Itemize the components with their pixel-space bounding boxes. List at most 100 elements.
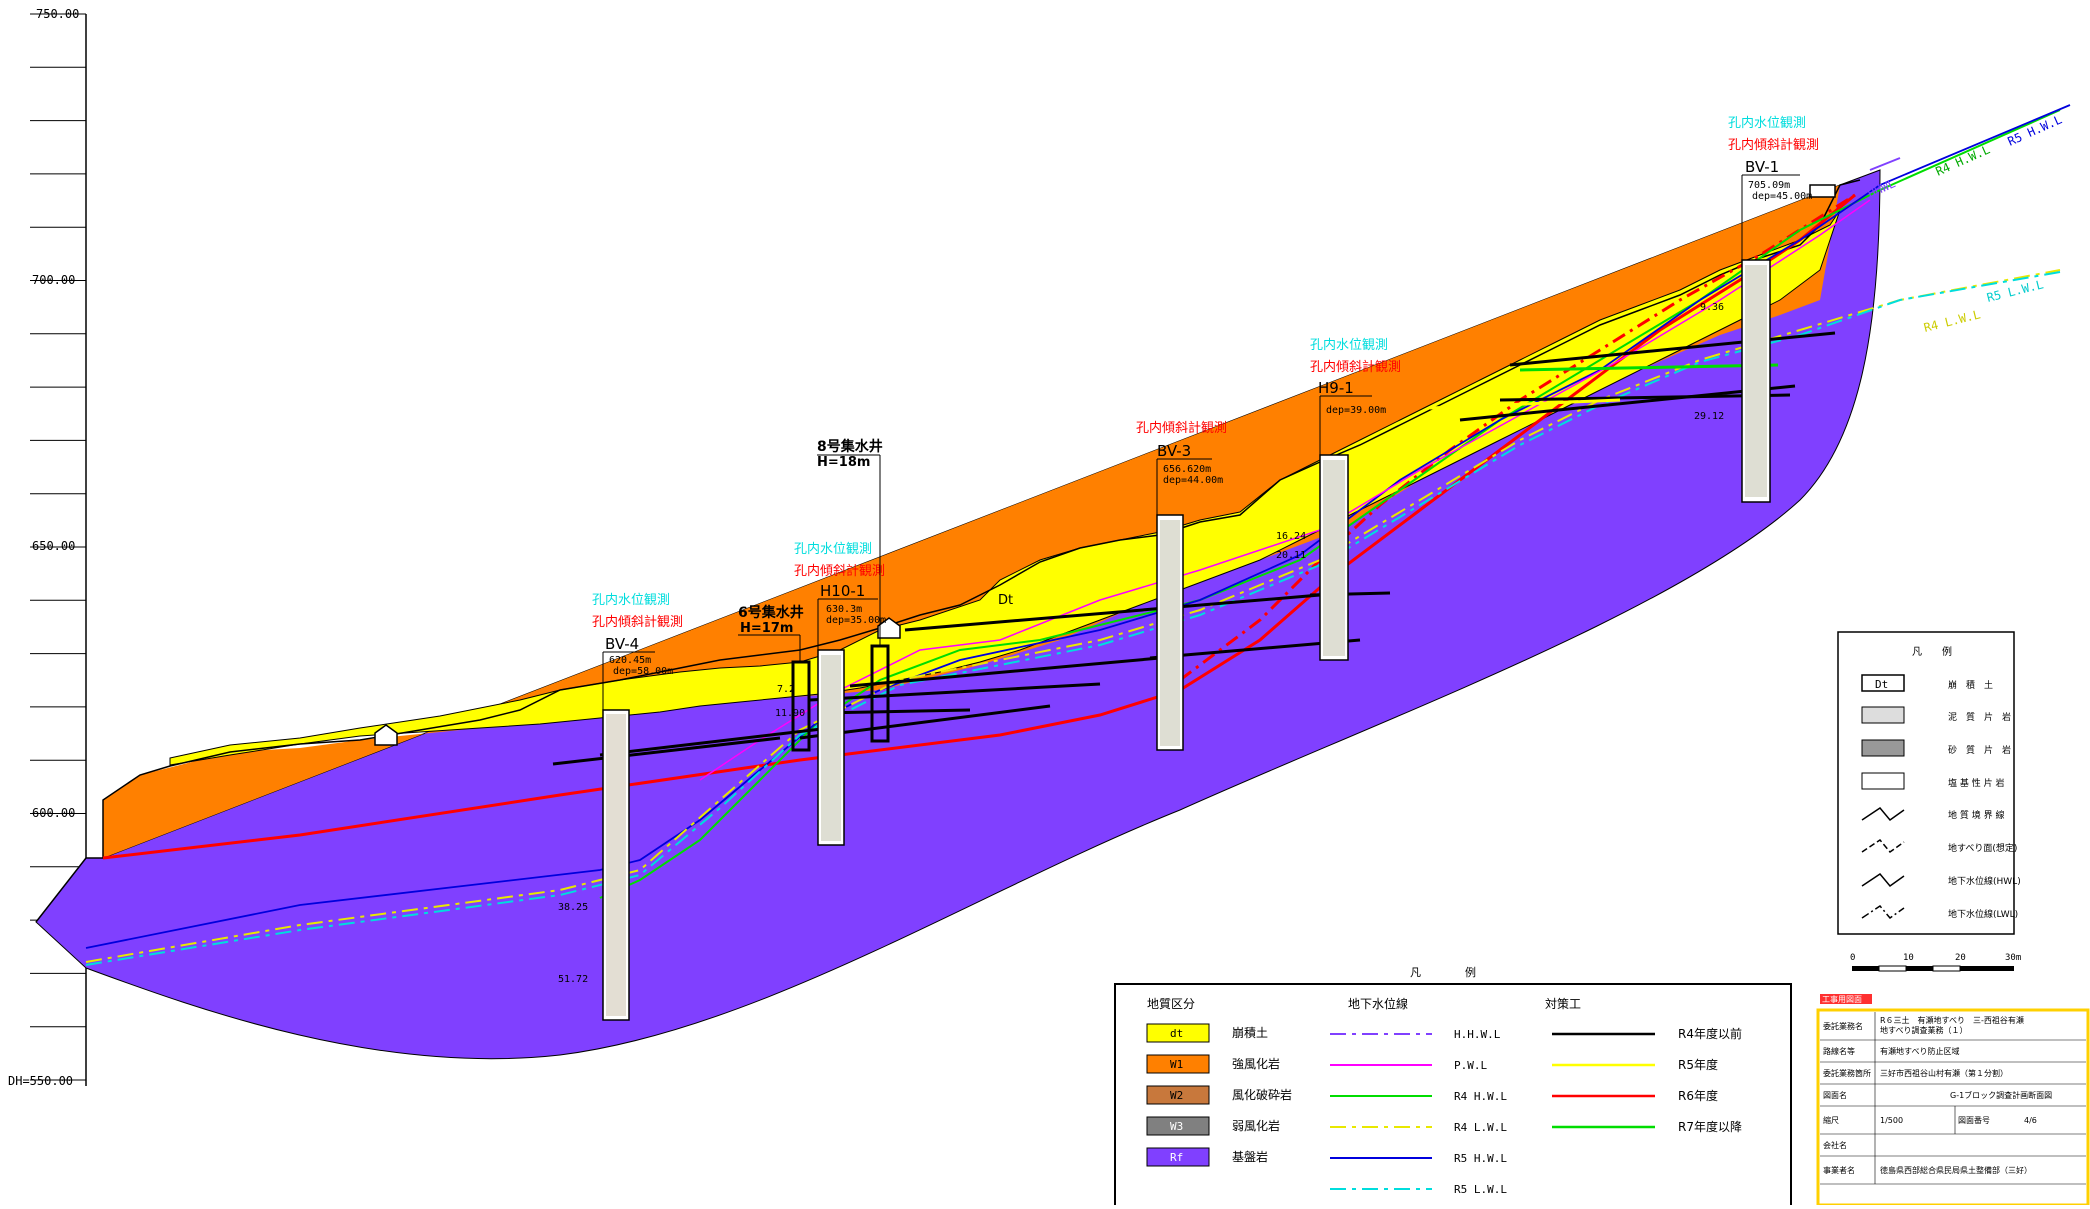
borehole-h10-1-elev: 630.3m [826,604,862,615]
legend-geology-swatch [1146,1085,1210,1105]
borehole-h9-1-log [1323,460,1345,656]
borehole-bv4-log [606,714,626,1016]
borehole-bv4-depth-mark: 38.25 [558,902,588,913]
scale-bar: 0 10 20 30m [1850,953,2021,972]
legend-small-label: 崩 積 土 [1948,679,1993,691]
borehole-annotations: 孔内水位観測 孔内傾斜計観測 BV-4 620.45m dep=58.00m 3… [558,115,1819,985]
drawing-number-key: 図面番号 [1958,1115,1990,1125]
r5-hwl-line [85,104,2071,949]
drain-line-6 [849,656,1161,688]
pwl-line [699,199,1871,781]
legend-geology-label: 弱風化岩 [1232,1118,1280,1133]
elev-label-600: 600.00 [32,806,75,820]
borehole-bv4-name: BV-4 [605,635,639,653]
title-row-key: 委託業務箇所 [1823,1068,1871,1078]
borehole-bv4-depth-mark: 51.72 [558,974,588,985]
borehole-bv4-elev: 620.45m [609,655,651,666]
legend-slip-symbol [1861,839,1905,854]
well-6-height: H=17m [740,621,793,636]
legend-measures-header: 対策工 [1545,997,1581,1011]
borehole-bv1-depth: dep=45.00m [1752,191,1812,202]
geology-layers [35,169,1881,1060]
legend-geology-code: W1 [1170,1058,1183,1071]
incline-observation-tag-bv1: 孔内傾斜計観測 [1728,137,1819,153]
legend-geology-swatch [1146,1023,1210,1043]
scale-label: 0 [1850,953,1855,963]
borehole-h10-1-depth-mark: 7.2 [777,684,795,695]
legend-measure-label: R5年度 [1678,1057,1718,1072]
legend-geology-label: 強風化岩 [1232,1056,1280,1071]
legend-geology-label: 基盤岩 [1232,1149,1268,1164]
borehole-bv1-log [1745,265,1767,497]
hhwl-line [1869,157,1901,171]
incline-observation-tag-bv3: 孔内傾斜計観測 [1136,420,1227,436]
legend-geology-swatch [1146,1116,1210,1136]
borehole-h9-1-depth-mark: 16.24 [1276,531,1306,542]
scale-label: 30m [2005,953,2021,963]
drain-line-planned-1 [1519,363,1779,372]
incline-observation-tag-bv4: 孔内傾斜計観測 [592,614,683,630]
borehole-bv3-log [1160,520,1180,746]
borehole-bv1-elev: 705.09m [1748,180,1790,191]
drain-line-7 [904,593,1321,632]
legend-geology-header: 地質区分 [1147,996,1195,1011]
legend-measure-label: R6年度 [1678,1088,1718,1103]
drawing-number-value: 4/6 [2024,1116,2037,1125]
water-observation-tag-h9-1: 孔内水位観測 [1310,337,1388,353]
legend-boundary-symbol [1861,807,1905,822]
borehole-h10-1-depth-mark: 11.90 [775,708,805,719]
legend-basic-schist-symbol [1861,772,1905,790]
legend-small-label: 地 質 境 界 線 [1948,809,2004,821]
water-observation-tag-bv4: 孔内水位観測 [592,592,670,608]
legend-geology-swatch [1146,1147,1210,1167]
legend-mudstone-symbol [1861,706,1905,724]
well-8-height: H=18m [817,455,870,470]
legend-sandstone-symbol [1861,739,1905,757]
borehole-bv1-name: BV-1 [1745,158,1779,176]
r4-hwl-label: R4 H.W.L [1934,142,1992,178]
borehole-bv4-column [602,709,630,1021]
legend-measure-label: R4年度以前 [1678,1026,1742,1041]
legend-geology-swatch [1146,1054,1210,1074]
drain-line-1 [552,736,781,766]
title-row-key: 委託業務名 [1823,1021,1863,1031]
borehole-bv1-depth-mark: 29.12 [1694,411,1724,422]
title-row-value: 地すべり調査業務（１） [1880,1025,1967,1035]
borehole-bv3-column [1156,514,1184,751]
legend-small-label: 塩 基 性 片 岩 [1948,777,2004,789]
drain-line-11 [1459,384,1796,422]
title-row-key: 図面名 [1823,1090,1847,1100]
legend-groundwater-label: H.H.W.L [1454,1028,1501,1041]
houses [374,184,1836,746]
legend-main-title: 凡 例 [1410,965,1476,979]
borehole-h10-1-depth: dep=35.00m [826,615,886,626]
borehole-h10-1-log [821,655,841,841]
incline-observation-tag-h10-1: 孔内傾斜計観測 [794,563,885,579]
legend-geology-label: 風化破砕岩 [1232,1087,1292,1102]
title-row-value: 有瀬地すべり防止区域 [1880,1046,1959,1056]
well-6-name: 6号集水井 [738,604,804,621]
borehole-h9-1-column [1319,454,1349,661]
elev-label-top: 750.00 [36,7,79,21]
title-row-value: G-1ブロック調査計画断面図 [1950,1090,2052,1100]
legend-small-label: 地下水位線(LWL) [1948,908,2018,920]
drain-line-planned-2 [1429,398,1621,410]
legend-measure-label: R7年度以降 [1678,1119,1742,1134]
legend-groundwater-label: P.W.L [1454,1059,1487,1072]
legend-groundwater-label: R4 H.W.L [1454,1090,1507,1103]
house-icon [877,617,901,639]
weathered-w1-layer [103,185,1840,858]
stamp-text: 工事用図面 [1822,994,1862,1004]
borehole-h9-1-name: H9-1 [1318,379,1354,397]
title-row-key: 縮尺 [1823,1115,1839,1125]
legend-small-label: 地すべり面(想定) [1948,842,2017,854]
legend-geology-code: dt [1170,1027,1183,1040]
elev-label-650: 650.00 [32,539,75,553]
slip-surface-planned-line [1179,193,1856,682]
legend-small-label: 泥 質 片 岩 [1948,711,2011,723]
title-row-key: 会社名 [1823,1140,1847,1150]
well-6-shaft [791,660,811,752]
legend-dt-symbol [1861,674,1905,692]
